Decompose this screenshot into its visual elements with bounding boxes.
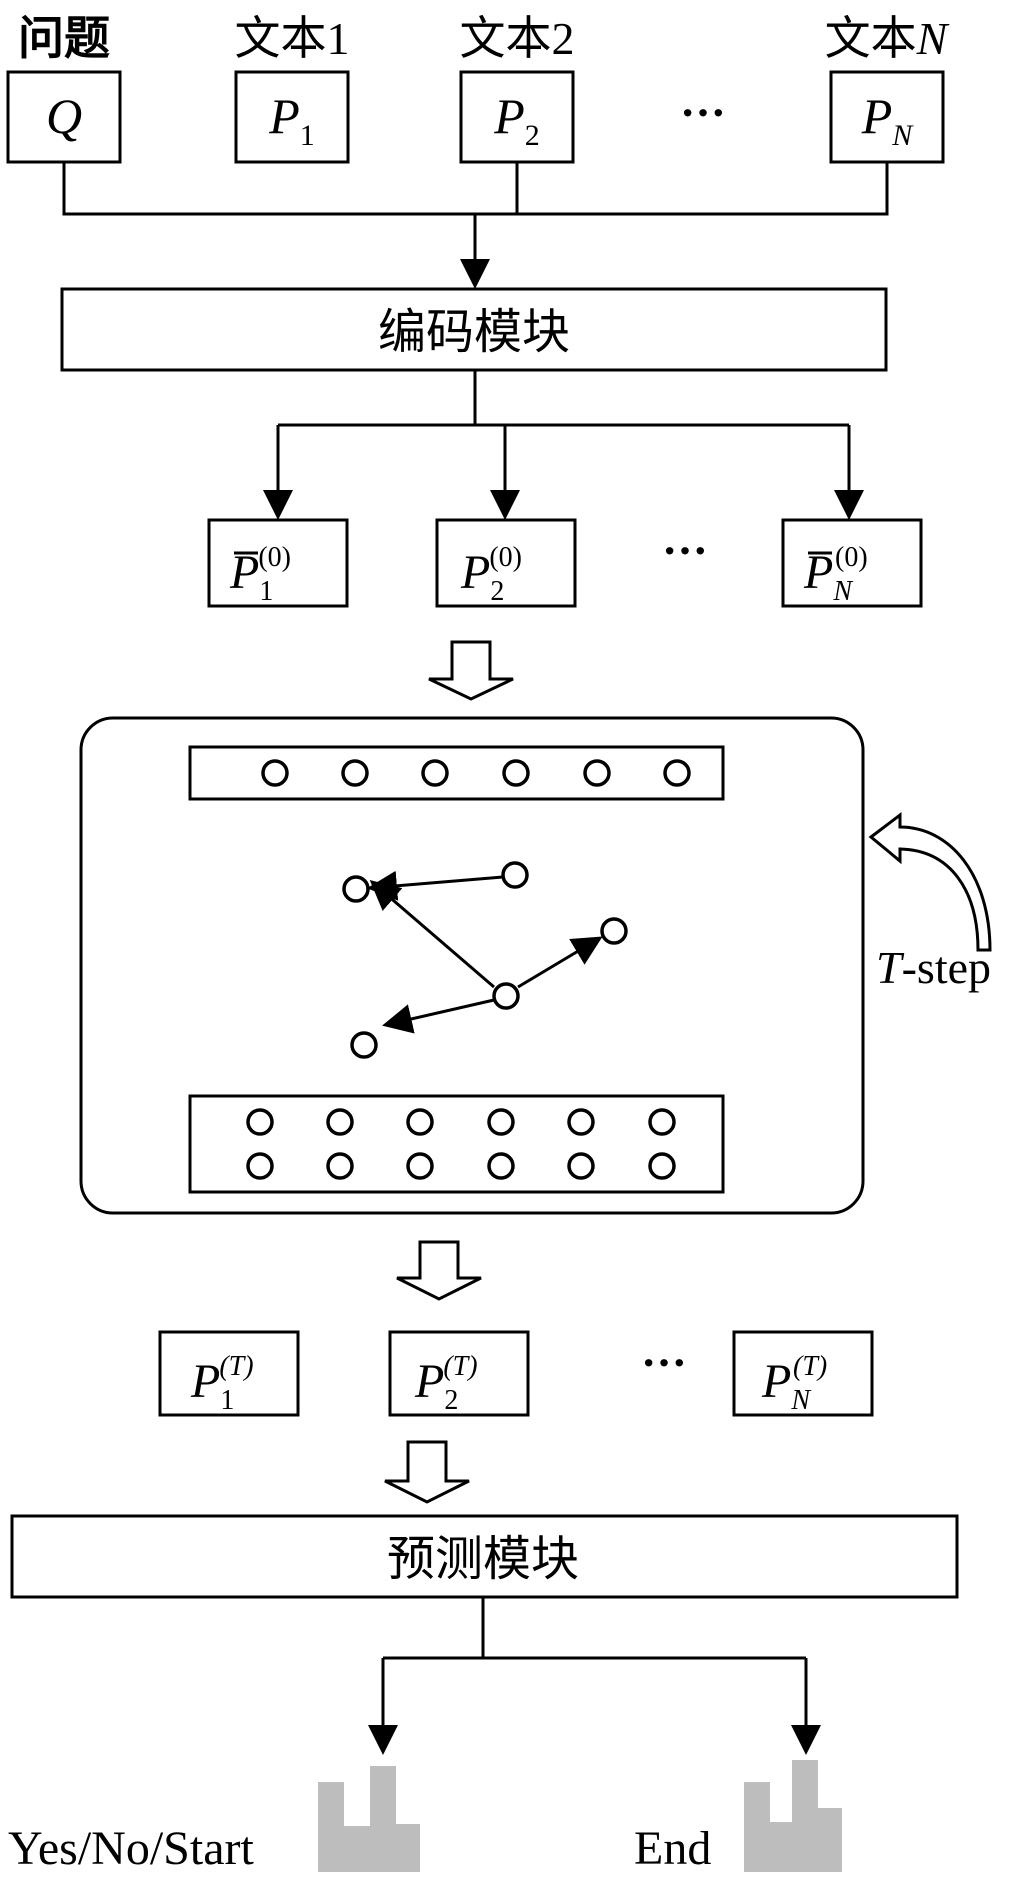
output-left-bar-icon — [318, 1766, 420, 1872]
question-label: 问题 — [18, 11, 110, 65]
bottom-node — [648, 1152, 676, 1180]
predictor-label: 预测模块 — [387, 1531, 579, 1587]
question-symbol: Q — [46, 88, 82, 144]
bottom-node — [648, 1108, 676, 1136]
bottom-node — [326, 1108, 354, 1136]
predictor-split-line — [383, 1597, 806, 1660]
initial-state-1-box — [207, 518, 349, 608]
bottom-node-bar — [188, 1094, 725, 1194]
graph-node — [501, 861, 529, 889]
initial-state-n-box — [781, 518, 923, 608]
bottom-node — [246, 1152, 274, 1180]
bottom-node — [326, 1152, 354, 1180]
bottom-node — [406, 1108, 434, 1136]
top-node — [261, 759, 289, 787]
to-predictor-hollow-arrow — [384, 1440, 470, 1504]
top-node — [421, 759, 449, 787]
inputs-merge-line — [62, 162, 889, 216]
t-step-loop-arrow — [868, 811, 992, 952]
graph-node — [350, 1031, 378, 1059]
final-state-1-label: P1(T) — [190, 1351, 254, 1416]
top-node — [663, 759, 691, 787]
text-2-label: 文本2 — [460, 11, 575, 65]
graph-node — [492, 982, 520, 1010]
text-1-label: 文本1 — [235, 11, 350, 65]
graph-node — [342, 875, 370, 903]
text-n-box — [829, 70, 945, 164]
top-node — [583, 759, 611, 787]
bottom-node — [567, 1152, 595, 1180]
bottom-node — [487, 1108, 515, 1136]
output-right-bar-icon — [744, 1760, 842, 1872]
graph-edge — [517, 936, 603, 989]
initial-state-2-label: P2(0) — [460, 542, 522, 607]
to-final-hollow-arrow — [396, 1240, 482, 1301]
inputs-ellipsis: ··· — [680, 87, 726, 138]
bottom-node-row — [246, 1108, 676, 1180]
top-node — [502, 759, 530, 787]
output-left-label: Yes/No/Start — [8, 1822, 255, 1875]
encoder-label: 编码模块 — [378, 304, 570, 360]
text-1-box — [234, 70, 350, 164]
initial-state-1-label: P1(0) — [229, 542, 291, 607]
final-state-n-label: PN(T) — [761, 1351, 827, 1416]
final-state-2-box — [388, 1330, 530, 1417]
graph-block — [79, 716, 865, 1215]
t-step-label: T-step — [876, 942, 991, 993]
bottom-node — [246, 1108, 274, 1136]
graph-edge — [369, 880, 495, 989]
text-2-symbol: P2 — [493, 88, 540, 152]
final-state-1-box — [158, 1330, 300, 1417]
graph-node — [600, 917, 628, 945]
bottom-node — [487, 1152, 515, 1180]
initial-state-n-label: PN(0) — [803, 542, 868, 607]
final-state-2-label: P2(T) — [414, 1351, 478, 1416]
to-graph-hollow-arrow — [428, 640, 514, 701]
initial-states-ellipsis: ··· — [662, 525, 708, 576]
final-state-n-box — [732, 1330, 874, 1417]
predictor-box — [10, 1514, 959, 1599]
text-n-symbol: PN — [861, 88, 915, 152]
text-n-label: 文本N — [825, 11, 950, 65]
top-node-row — [261, 759, 691, 787]
final-states-ellipsis: ··· — [641, 1337, 687, 1388]
encoder-split-line — [278, 370, 849, 427]
bottom-node — [406, 1152, 434, 1180]
top-node — [341, 759, 369, 787]
graph-edge — [382, 998, 495, 1034]
output-right-label: End — [634, 1822, 711, 1875]
bottom-node — [567, 1108, 595, 1136]
text-1-symbol: P1 — [268, 88, 315, 152]
question-box — [6, 70, 122, 164]
initial-state-2-box — [435, 518, 577, 608]
